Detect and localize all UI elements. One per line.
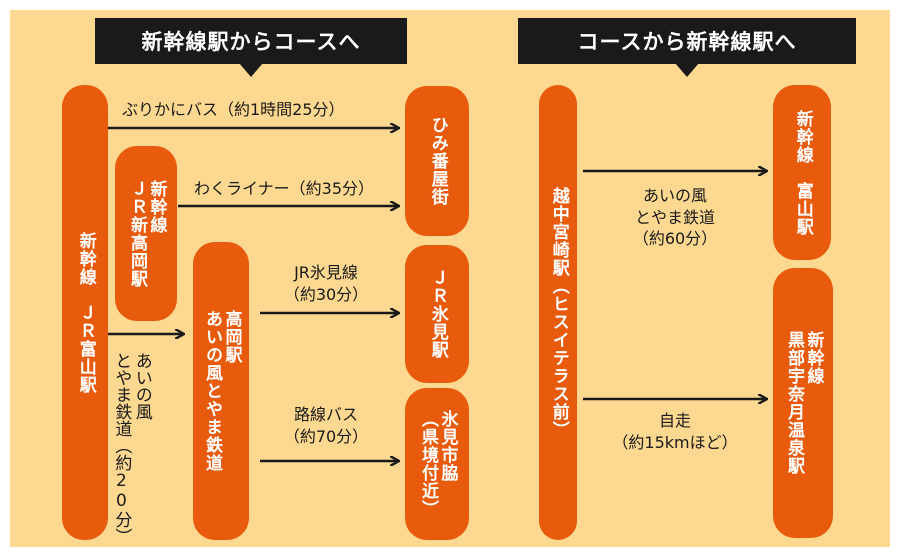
route-label-buri-bus: ぶりかにバス（約1時間25分） xyxy=(122,100,345,119)
station-himi-shiyakusho: 氷見市脇 （県境付近） xyxy=(405,388,469,540)
route-label-ainokaze-right-time: （約60分） xyxy=(632,229,718,249)
route-label-jr-himi-line-time: （約30分） xyxy=(283,284,369,304)
station-kurobe-unazuki: 新幹線 黒部宇奈月温泉駅 xyxy=(773,268,833,538)
station-takaoka-label: 高岡駅 あいの風とやま鉄道 xyxy=(202,310,242,472)
station-kurobe-unazuki-label: 新幹線 黒部宇奈月温泉駅 xyxy=(784,331,824,475)
station-shin-takaoka-label: 新幹線 ＪＲ新高岡駅 xyxy=(127,179,167,288)
station-himi-banya-label: ひみ番屋街 xyxy=(427,116,448,206)
header-to-course: 新幹線駅からコースへ xyxy=(95,18,407,77)
station-jr-toyama: 新幹線 ＪＲ富山駅 xyxy=(62,85,108,540)
station-takaoka: 高岡駅 あいの風とやま鉄道 xyxy=(193,242,249,540)
station-himi-shiyakusho-label: 氷見市脇 （県境付近） xyxy=(418,410,458,518)
station-shin-takaoka: 新幹線 ＪＲ新高岡駅 xyxy=(115,146,177,321)
station-etchu-miyazaki-label: 越中宮崎駅（ヒスイテラス前） xyxy=(548,186,569,439)
route-label-ainokaze-right: あいの風 とやま鉄道 （約60分） xyxy=(600,185,750,250)
header-to-course-text: 新幹線駅からコースへ xyxy=(141,30,361,54)
station-jr-toyama-label: 新幹線 ＪＲ富山駅 xyxy=(75,231,96,394)
station-shinkansen-toyama-label: 新幹線 富山駅 xyxy=(792,109,813,236)
route-label-ainokaze-right-line1: あいの風 xyxy=(642,186,707,205)
route-label-rosen-bus-time: （約70分） xyxy=(283,426,369,446)
route-label-rosen-bus-name: 路線バス xyxy=(293,405,358,424)
route-label-jr-himi-line-name: JR氷見線 xyxy=(294,263,358,282)
route-label-jisou-name: 自走 xyxy=(658,411,691,430)
route-label-waku-liner: わくライナー（約35分） xyxy=(194,179,375,198)
header-from-course-pointer xyxy=(675,63,699,77)
station-etchu-miyazaki: 越中宮崎駅（ヒスイテラス前） xyxy=(539,85,577,540)
route-label-rosen-bus: 路線バス （約70分） xyxy=(272,404,380,447)
station-jr-himi: ＪＲ氷見駅 xyxy=(405,245,469,383)
station-jr-himi-label: ＪＲ氷見駅 xyxy=(427,269,448,359)
route-label-ainokaze-left: あいの風 とやま鉄道（約20分） xyxy=(111,352,152,545)
route-label-jr-himi-line: JR氷見線 （約30分） xyxy=(272,262,380,305)
header-to-course-pointer xyxy=(239,63,263,77)
header-from-course-text: コースから新幹線駅へ xyxy=(577,30,797,54)
header-from-course: コースから新幹線駅へ xyxy=(518,18,856,77)
station-himi-banya: ひみ番屋街 xyxy=(405,86,469,236)
route-label-ainokaze-right-line2: とやま鉄道 xyxy=(634,207,715,227)
route-label-jisou-distance: （約15kmほど） xyxy=(612,432,738,452)
station-shinkansen-toyama: 新幹線 富山駅 xyxy=(773,85,831,260)
route-label-jisou: 自走 （約15kmほど） xyxy=(590,410,760,453)
